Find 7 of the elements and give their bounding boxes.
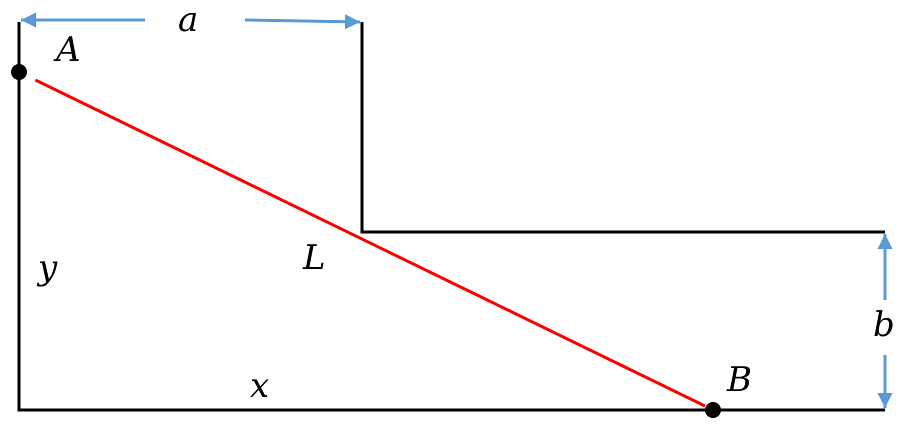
side-label: x bbox=[250, 368, 270, 404]
point-label: A bbox=[56, 32, 81, 68]
line-segment bbox=[34, 78, 706, 408]
point-label: B bbox=[727, 362, 752, 398]
dimension-label: a bbox=[178, 2, 198, 38]
dimension-label: b bbox=[873, 307, 895, 343]
side-label: y bbox=[38, 250, 58, 286]
